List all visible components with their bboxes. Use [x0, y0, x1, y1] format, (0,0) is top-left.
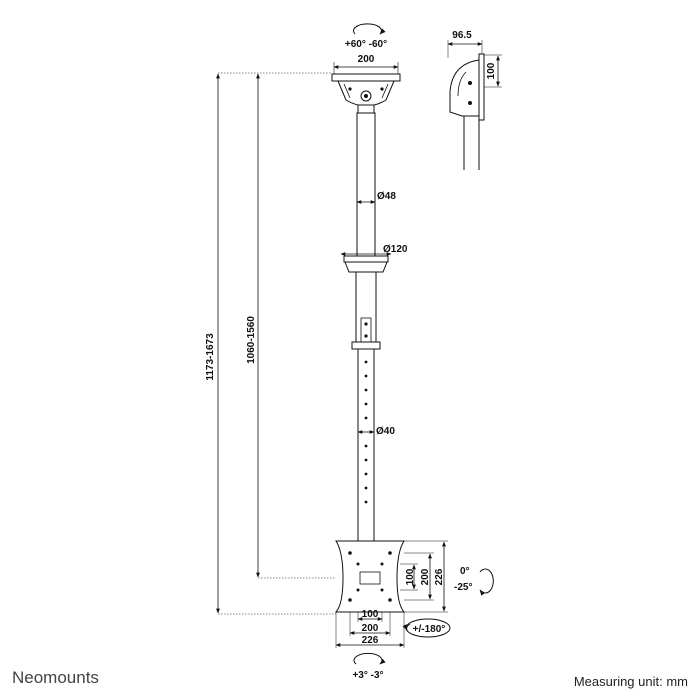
total-height-dimension: 1173-1673: [205, 72, 336, 615]
level-adjust-label: +3° -3°: [352, 670, 383, 681]
side-depth-label: 96.5: [452, 30, 472, 41]
brand-logo-text: Neomounts: [12, 668, 99, 687]
total-height-label: 1173-1673: [205, 333, 216, 381]
lower-pole: [357, 348, 375, 542]
middle-pole: [351, 271, 381, 350]
collar: Ø120: [340, 244, 408, 273]
side-view: 96.5 100: [447, 30, 502, 170]
pole-height-dimension: 1060-1560: [246, 73, 336, 579]
tilt-back-label: -25°: [454, 582, 472, 593]
tilt-label: 0°: [460, 566, 470, 577]
rotation-label: +/-180°: [413, 624, 446, 635]
plate-height-label: 226: [434, 568, 445, 585]
upper-pole-diameter-dimension: Ø48: [356, 191, 396, 204]
side-height-label: 100: [486, 62, 497, 79]
swivel-label: +60° -60°: [345, 39, 387, 50]
measuring-unit-note: Measuring unit: mm: [573, 674, 688, 689]
vesa-width-200-label: 200: [362, 623, 379, 634]
plate-height-dimensions: 100 200 226: [400, 540, 448, 613]
swivel-indicator: +60° -60°: [345, 23, 387, 50]
vesa-height-200-label: 200: [420, 568, 431, 585]
ceiling-plate-width-label: 200: [358, 54, 375, 65]
upper-pole-diameter-label: Ø48: [377, 191, 396, 202]
level-adjust-indicator: +3° -3°: [352, 652, 386, 681]
tilt-indicator: 0° -25°: [454, 566, 494, 596]
collar-diameter-label: Ø120: [383, 244, 408, 255]
ceiling-plate: [331, 73, 401, 114]
rotation-indicator: +/-180°: [402, 618, 451, 638]
lower-pole-diameter-dimension: Ø40: [357, 426, 395, 437]
plate-width-label: 226: [362, 635, 379, 646]
vesa-plate: [334, 540, 406, 613]
vesa-height-100-label: 100: [405, 568, 416, 585]
upper-pole: [356, 112, 376, 261]
pole-height-label: 1060-1560: [246, 316, 257, 364]
lower-pole-diameter-label: Ø40: [376, 426, 395, 437]
vesa-width-100-label: 100: [362, 609, 379, 620]
plate-width-dimensions: 100 200 226: [335, 609, 405, 648]
